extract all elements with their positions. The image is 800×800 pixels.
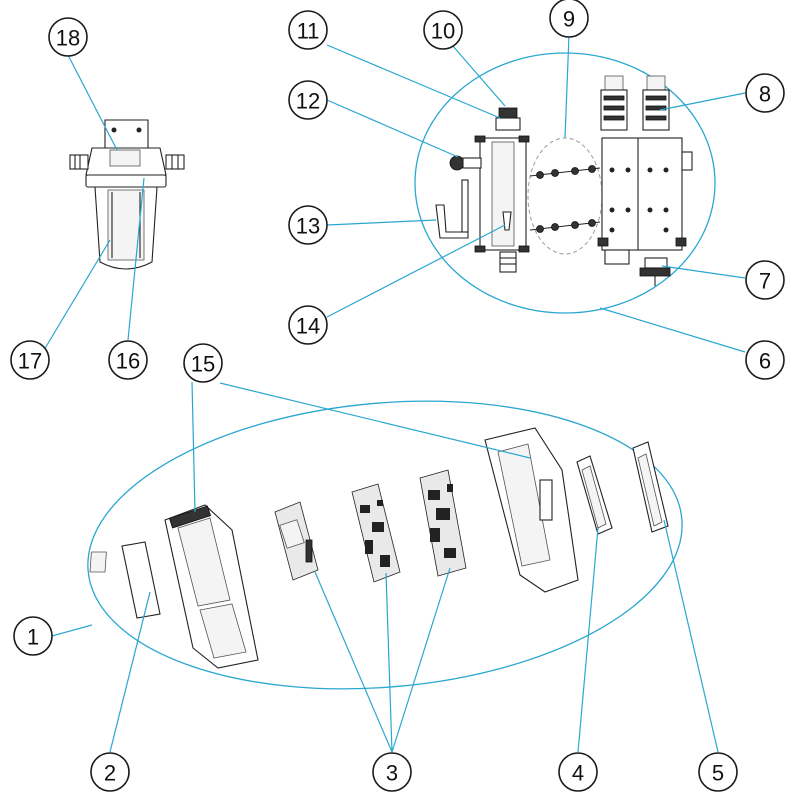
- bottom-boss: [604, 249, 630, 265]
- group-1-outline: [87, 400, 683, 690]
- callout-13: 13: [288, 205, 328, 245]
- filter-head-center: [109, 149, 141, 167]
- bracket-screw: [136, 127, 142, 133]
- callout-3: 3: [372, 752, 412, 792]
- callout-8: 8: [745, 73, 785, 113]
- callout-2: 2: [90, 752, 130, 792]
- callout-13-label: 13: [296, 214, 320, 239]
- valve-body: [462, 157, 482, 169]
- filter-cartridge: [107, 189, 145, 261]
- callout-9: 9: [549, 0, 589, 38]
- bracket-screw: [111, 127, 117, 133]
- mounting-bracket: [104, 119, 149, 151]
- group-9-outline: [527, 137, 603, 255]
- top-plug-base: [495, 117, 521, 131]
- housing-ring: [85, 174, 167, 188]
- callout-4: 4: [558, 752, 598, 792]
- callout-6: 6: [745, 340, 785, 380]
- callout-11: 11: [288, 10, 328, 50]
- callout-1-label: 1: [27, 625, 39, 650]
- callout-3-label: 3: [386, 761, 398, 786]
- callout-12: 12: [288, 80, 328, 120]
- callout-5: 5: [698, 752, 738, 792]
- flow-float: [502, 211, 512, 231]
- circuit-board-a: [351, 483, 401, 583]
- callout-16-label: 16: [116, 349, 140, 374]
- side-connector: [681, 151, 693, 171]
- filter-housing-assembly: [69, 119, 185, 270]
- front-label: [121, 541, 161, 619]
- callout-15-label: 15: [191, 352, 215, 377]
- callout-14-label: 14: [296, 314, 320, 339]
- callout-14: 14: [288, 305, 328, 345]
- leader-lines: [37, 34, 746, 753]
- outlet-fitting: [165, 154, 185, 170]
- callout-6-label: 6: [759, 349, 771, 374]
- callout-7: 7: [745, 260, 785, 300]
- electrode-block: [601, 137, 683, 251]
- callout-2-label: 2: [104, 761, 116, 786]
- callout-18-label: 18: [56, 26, 80, 51]
- controller-assembly: [89, 427, 669, 669]
- callout-4-label: 4: [572, 761, 584, 786]
- terminal-blocks: [600, 75, 670, 131]
- callout-12-label: 12: [296, 89, 320, 114]
- callout-8-label: 8: [759, 82, 771, 107]
- callout-17: 17: [10, 340, 50, 380]
- top-plug: [498, 107, 518, 119]
- callout-1: 1: [13, 616, 53, 656]
- valve-knob: [449, 155, 465, 171]
- callout-10: 10: [423, 10, 463, 50]
- callout-15: 15: [183, 343, 223, 383]
- callout-11-label: 11: [297, 19, 320, 44]
- callout-5-label: 5: [712, 761, 724, 786]
- electrode-set: [529, 165, 601, 233]
- bottom-fitting: [499, 251, 517, 273]
- callout-10-label: 10: [431, 19, 455, 44]
- callout-16: 16: [108, 340, 148, 380]
- group-6-outline: [414, 52, 716, 314]
- inlet-fitting: [69, 154, 89, 170]
- clip-arm: [461, 179, 469, 233]
- callout-17-label: 17: [18, 349, 42, 374]
- callout-9-label: 9: [563, 7, 575, 32]
- callout-7-label: 7: [759, 269, 771, 294]
- circuit-board-b: [419, 469, 467, 577]
- callout-18: 18: [48, 17, 88, 57]
- dosing-module-assembly: [435, 75, 693, 286]
